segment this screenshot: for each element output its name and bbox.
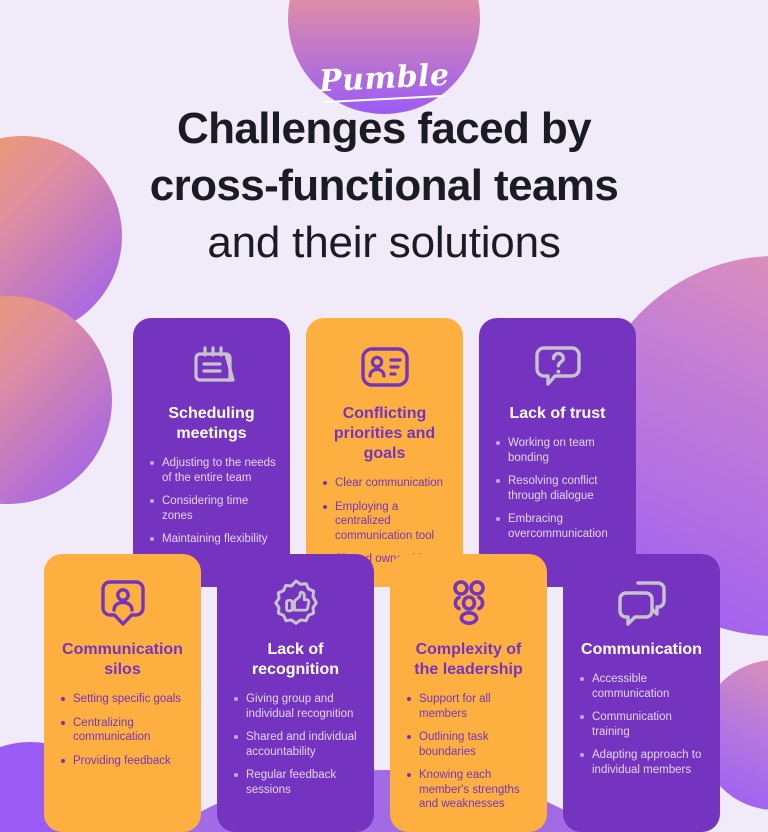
- list-item: Giving group and individual recognition: [231, 692, 360, 721]
- list-item: Clear communication: [320, 476, 449, 491]
- list-item: Resolving conflict through dialogue: [493, 474, 622, 503]
- list-item: Embracing overcommunication: [493, 512, 622, 541]
- card-lack-of-recognition[interactable]: Lack of recognition Giving group and ind…: [217, 554, 374, 832]
- card-complexity-of-the-leadership[interactable]: Complexity of the leadership Support for…: [390, 554, 547, 832]
- decorative-gradient-circle-left-bottom: [0, 296, 112, 504]
- card-bullet-list: Support for all members Outlining task b…: [404, 692, 533, 812]
- list-item: Shared and individual accountability: [231, 730, 360, 759]
- title-line-2: cross-functional teams: [149, 161, 619, 210]
- brand-logo-wordmark: Pumble: [317, 57, 451, 100]
- list-item: Working on team bonding: [493, 436, 622, 465]
- people-group-icon: [443, 576, 495, 630]
- card-bullet-list: Giving group and individual recognition …: [231, 692, 360, 797]
- list-item: Adjusting to the needs of the entire tea…: [147, 456, 276, 485]
- list-item: Communication training: [577, 710, 706, 739]
- card-title: Lack of recognition: [251, 641, 340, 678]
- card-lack-of-trust[interactable]: Lack of trust Working on team bonding Re…: [479, 318, 636, 587]
- card-conflicting-priorities-and-goals[interactable]: Conflicting priorities and goals Clear c…: [306, 318, 463, 587]
- card-communication[interactable]: Communication Accessible communication C…: [563, 554, 720, 832]
- card-title: Lack of trust: [509, 405, 606, 422]
- list-item: Maintaining flexibility: [147, 532, 276, 547]
- card-bullet-list: Accessible communication Communication t…: [577, 672, 706, 777]
- page-title: Challenges faced by cross-functional tea…: [0, 100, 768, 271]
- brand-logo-circle: Pumble: [288, 0, 480, 114]
- card-title: Scheduling meetings: [168, 405, 255, 442]
- card-title: Conflicting priorities and goals: [333, 405, 436, 462]
- title-line-3: and their solutions: [207, 218, 561, 267]
- list-item: Adapting approach to individual members: [577, 748, 706, 777]
- card-bullet-list: Working on team bonding Resolving confli…: [493, 436, 622, 541]
- question-bubble-icon: [533, 340, 583, 394]
- list-item: Accessible communication: [577, 672, 706, 701]
- chat-bubbles-icon: [616, 576, 668, 630]
- flipchart-icon: [186, 340, 238, 394]
- card-bullet-list: Adjusting to the needs of the entire tea…: [147, 456, 276, 547]
- card-row-top: Scheduling meetings Adjusting to the nee…: [133, 318, 636, 587]
- list-item: Employing a centralized communication to…: [320, 500, 449, 544]
- card-scheduling-meetings[interactable]: Scheduling meetings Adjusting to the nee…: [133, 318, 290, 587]
- title-line-1: Challenges faced by: [176, 104, 592, 153]
- card-title: Communication silos: [62, 641, 183, 678]
- card-bullet-list: Setting specific goals Centralizing comm…: [58, 692, 187, 768]
- list-item: Support for all members: [404, 692, 533, 721]
- person-badge-icon: [99, 576, 147, 630]
- card-row-bottom: Communication silos Setting specific goa…: [44, 554, 720, 832]
- thumbs-up-badge-icon: [271, 576, 321, 630]
- list-item: Considering time zones: [147, 494, 276, 523]
- card-communication-silos[interactable]: Communication silos Setting specific goa…: [44, 554, 201, 832]
- card-title: Communication: [581, 641, 702, 658]
- list-item: Regular feedback sessions: [231, 768, 360, 797]
- list-item: Outlining task boundaries: [404, 730, 533, 759]
- card-title: Complexity of the leadership: [414, 641, 523, 678]
- list-item: Setting specific goals: [58, 692, 187, 707]
- card-bullet-list: Clear communication Employing a centrali…: [320, 476, 449, 567]
- list-item: Providing feedback: [58, 754, 187, 769]
- list-item: Centralizing communication: [58, 716, 187, 745]
- id-card-icon: [359, 340, 411, 394]
- list-item: Knowing each member's strengths and weak…: [404, 768, 533, 812]
